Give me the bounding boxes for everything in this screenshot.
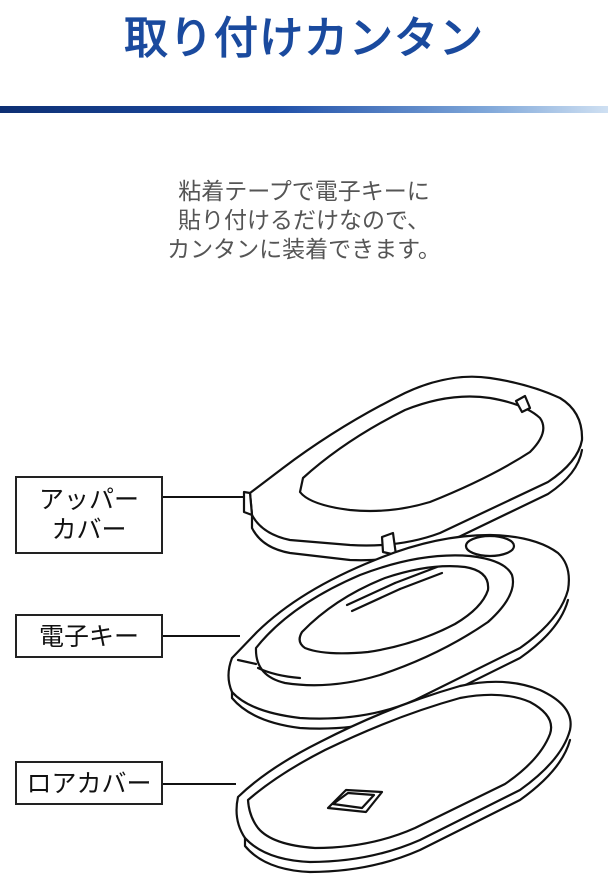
title-divider xyxy=(0,106,608,113)
lower-cover-label-text: ロアカバー xyxy=(26,769,152,798)
upper-cover-label-line-2: カバー xyxy=(51,515,127,544)
description-line-3: カンタンに装着できます。 xyxy=(167,237,441,263)
page-title: 取り付けカンタン xyxy=(124,13,484,64)
electronic-key-label-text: 電子キー xyxy=(38,622,139,651)
upper-cover-label-line-1: アッパー xyxy=(38,485,139,514)
description-line-1: 粘着テープで電子キーに xyxy=(178,179,430,205)
description: 粘着テープで電子キーに 貼り付けるだけなので、 カンタンに装着できます。 xyxy=(0,178,608,265)
description-line-2: 貼り付けるだけなので、 xyxy=(177,208,431,234)
lower-cover-label: ロアカバー xyxy=(15,761,163,805)
lower-cover-illustration xyxy=(235,680,572,874)
upper-cover-illustration xyxy=(242,375,584,562)
upper-cover-label: アッパー カバー xyxy=(15,476,163,554)
electronic-key-label: 電子キー xyxy=(15,614,163,658)
electronic-key-illustration xyxy=(227,533,570,730)
